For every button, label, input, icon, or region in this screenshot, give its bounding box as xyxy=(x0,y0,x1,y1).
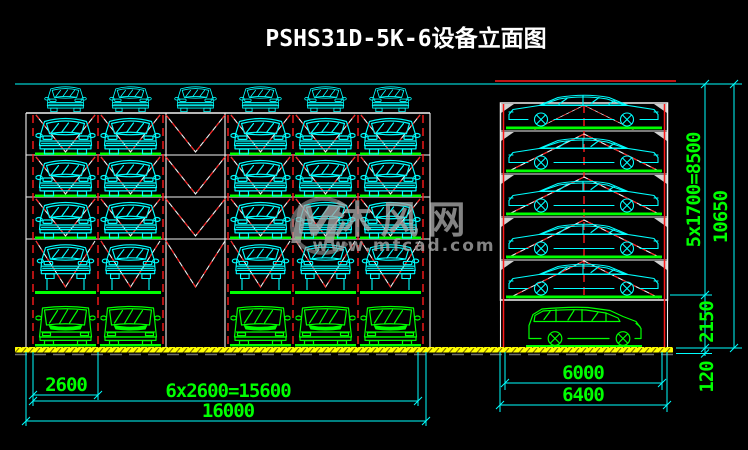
dim-bays-total: 6x2600=15600 xyxy=(165,380,291,402)
dim-base-height: 120 xyxy=(696,361,718,393)
watermark-logo-arc xyxy=(290,196,349,255)
pallet-bars xyxy=(506,126,662,299)
pallet-bars xyxy=(35,152,421,294)
dimensions-front-width: 2600 6x2600=15600 16000 xyxy=(21,352,431,426)
watermark-site-name: 沐风网 xyxy=(333,198,474,242)
dim-bay-width: 2600 xyxy=(45,374,87,396)
upper-cars xyxy=(35,86,421,290)
watermark: M 沐风网 www.mfcad.com xyxy=(290,196,495,256)
dim-inner-width: 6000 xyxy=(562,362,604,384)
watermark-logo: M xyxy=(290,196,342,256)
dim-ground-clearance: 2150 xyxy=(696,301,718,343)
columns xyxy=(502,104,666,347)
ground-line xyxy=(15,347,673,356)
watermark-site-url: www.mfcad.com xyxy=(312,236,495,256)
dimensions-side-width: 6000 6400 xyxy=(495,352,672,412)
dim-overall-width-front: 16000 xyxy=(202,400,255,422)
ground-car xyxy=(526,306,642,348)
side-elevation xyxy=(499,94,669,348)
drawing-title: PSHS31D-5K-6设备立面图 xyxy=(265,25,546,52)
front-elevation xyxy=(25,86,431,347)
dim-overall-width-side: 6400 xyxy=(562,384,604,406)
dim-overall-height: 10650 xyxy=(710,190,732,243)
ground-cars xyxy=(35,305,421,347)
dimensions-height: 5x1700=8500 10650 2150 120 xyxy=(670,79,742,393)
dim-levels-height: 5x1700=8500 xyxy=(683,132,705,247)
top-datum-line xyxy=(15,80,742,85)
